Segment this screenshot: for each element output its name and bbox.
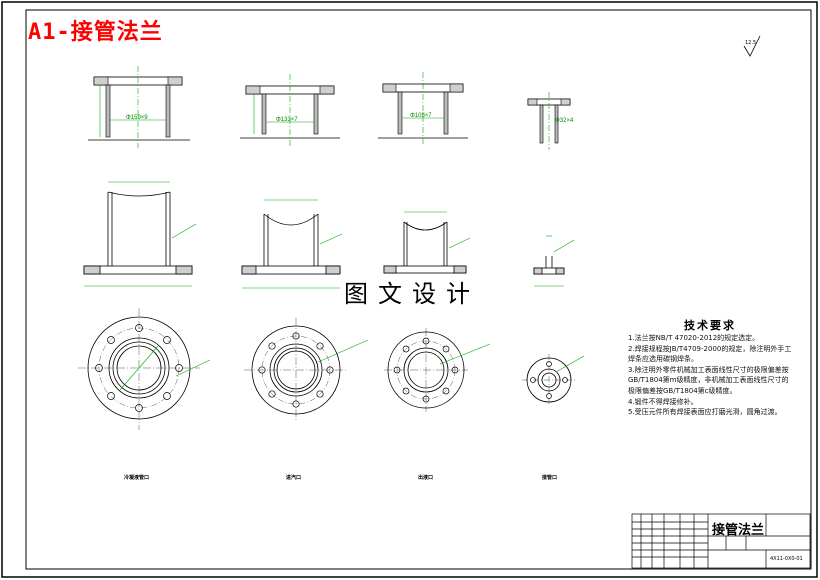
technical-requirements-heading: 技术要求 <box>684 319 736 332</box>
inner-frame <box>25 9 812 570</box>
requirement-item: 1.法兰按NB/T 47020-2012的规定选定。 <box>628 334 760 342</box>
flange-section-view-4 <box>527 92 571 150</box>
view-caption-4: 接管口 <box>542 475 558 481</box>
view-caption-3: 出液口 <box>418 475 434 481</box>
pipe-elevation-1 <box>83 181 197 287</box>
view2-pipe-dim: Φ133×7 <box>276 117 298 123</box>
flange-plan-view-4 <box>522 354 585 406</box>
title-block-part-name: 接管法兰 <box>712 523 765 538</box>
requirement-item: 2.焊接规程按JB/T4709-2000的规定，除注明外手工焊条应选用碳钢焊条。 <box>628 344 792 364</box>
flange-section-view-2 <box>240 74 340 146</box>
roughness-symbol <box>743 35 761 57</box>
watermark: 图文设计 <box>340 274 484 309</box>
flange-plan-view-1 <box>78 308 211 430</box>
title-block <box>631 513 811 569</box>
drawing-title: A1-接管法兰 <box>28 20 163 45</box>
view-caption-1: 冷凝液管口 <box>124 475 150 481</box>
title-block-drawing-number: 4X11-0X0-01 <box>770 556 803 562</box>
requirement-item: 4.锻件不得焊接修补。 <box>628 397 698 406</box>
flange-plan-view-2 <box>244 318 369 422</box>
view1-pipe-dim: Φ159×9 <box>126 115 148 121</box>
requirement-item: 5.受压元件所有焊接表面应打磨光滑，圆角过渡。 <box>628 408 782 417</box>
pipe-elevation-3 <box>383 211 471 287</box>
technical-requirements-list: 1.法兰按NB/T 47020-2012的规定选定。 2.焊接规程按JB/T47… <box>628 333 793 418</box>
view4-pipe-dim: Φ32×4 <box>555 118 574 124</box>
requirement-item: 3.除注明外零件机械加工表面线性尺寸的极限偏差按GB/T1804第m级精度，非机… <box>628 365 789 395</box>
flange-plan-view-3 <box>384 328 491 412</box>
roughness-value: 12.5 <box>745 40 757 46</box>
pipe-elevation-2 <box>241 199 343 289</box>
flange-section-view-1 <box>88 66 190 148</box>
view3-pipe-dim: Φ108×7 <box>410 113 432 119</box>
flange-section-view-3 <box>378 72 468 146</box>
pipe-elevation-4 <box>533 235 575 287</box>
view-caption-2: 进汽口 <box>286 475 302 481</box>
